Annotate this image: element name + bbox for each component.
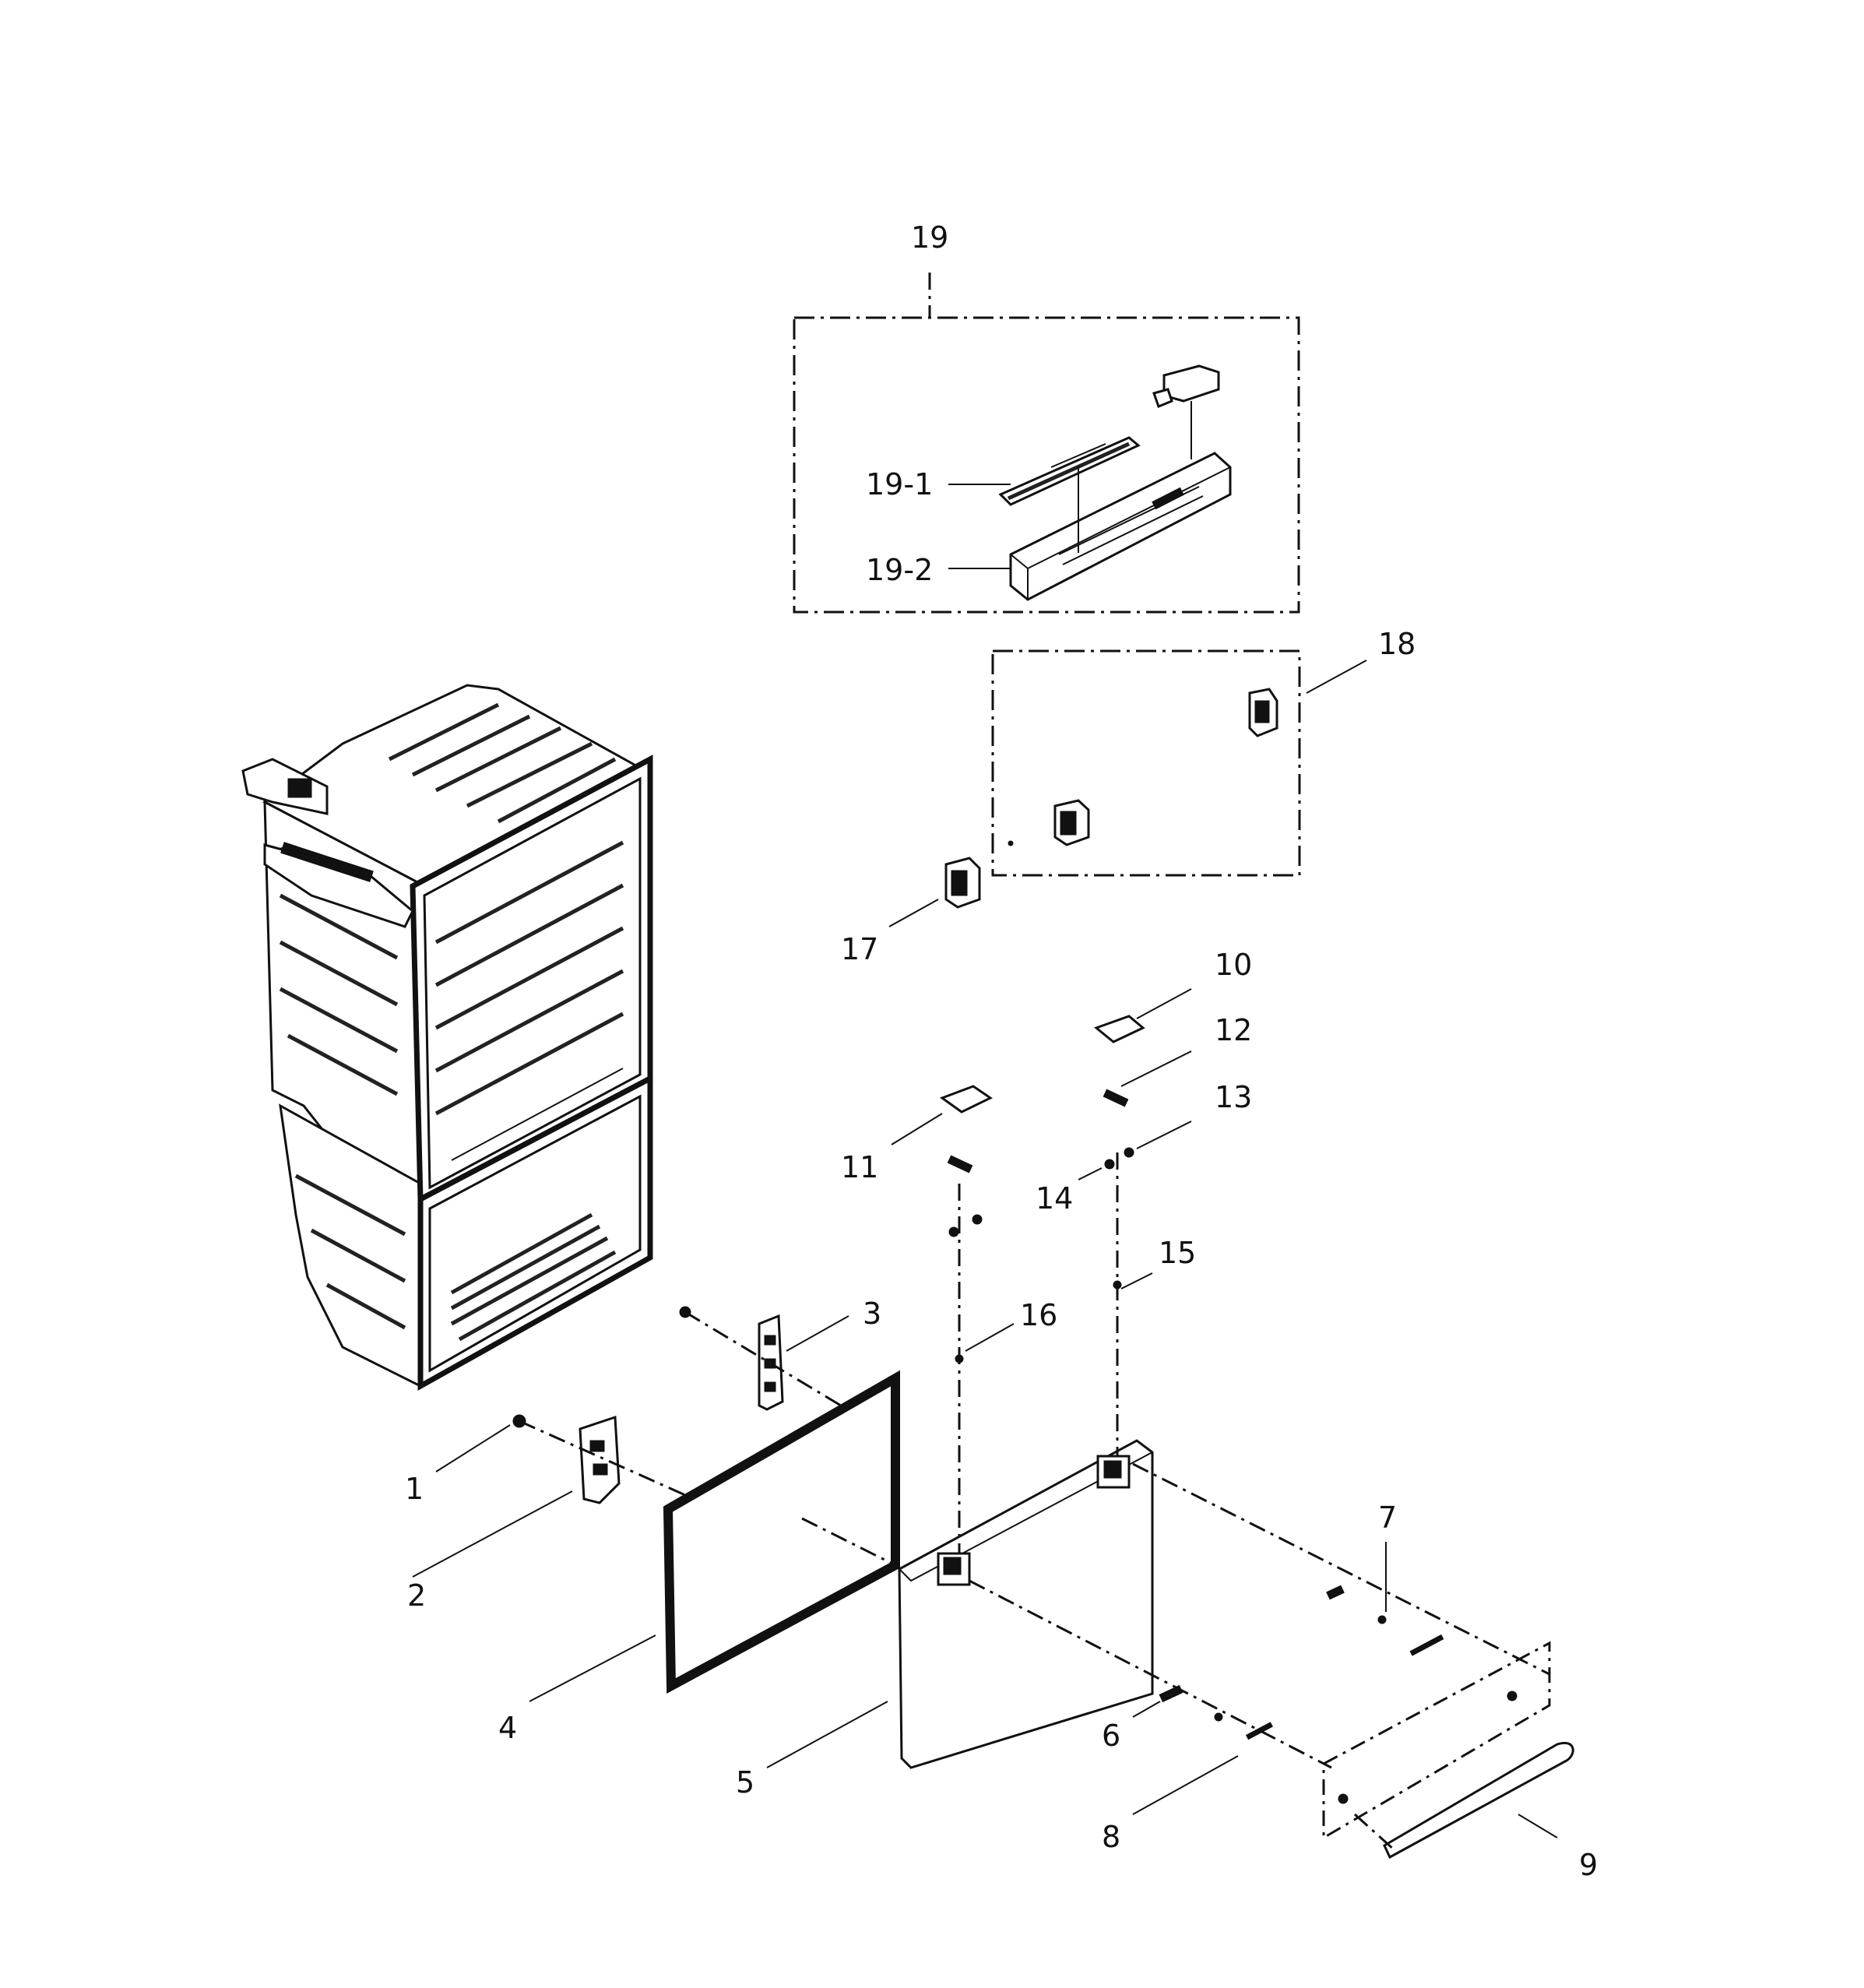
label-18: 18 <box>1378 627 1416 661</box>
label-7: 7 <box>1378 1501 1397 1535</box>
label-5: 5 <box>736 1765 754 1800</box>
label-10: 10 <box>1215 948 1252 982</box>
label-14: 14 <box>1036 1181 1073 1216</box>
label-17: 17 <box>841 932 878 966</box>
label-9: 9 <box>1579 1848 1598 1882</box>
hinge-clip-17 <box>944 857 981 909</box>
tray-cover-19-1 <box>998 436 1141 506</box>
tray-knob <box>1152 364 1220 408</box>
hinge-cap-10 <box>1093 1015 1145 1043</box>
label-16: 16 <box>1020 1298 1057 1332</box>
label-13: 13 <box>1215 1080 1252 1114</box>
handle-9 <box>1383 1741 1574 1860</box>
label-3: 3 <box>863 1297 881 1331</box>
label-2: 2 <box>407 1578 426 1613</box>
kit-18-box <box>991 649 1367 877</box>
hinge-clip-a <box>1248 688 1278 737</box>
label-4: 4 <box>498 1711 517 1745</box>
hinge-cap-11 <box>939 1085 993 1114</box>
hinge-clip-b <box>1053 799 1090 846</box>
ice-tray-19-2 <box>1009 452 1232 601</box>
label-19: 19 <box>911 220 948 255</box>
label-15: 15 <box>1159 1236 1196 1270</box>
label-8: 8 <box>1102 1820 1120 1854</box>
refrigerator-cabinet <box>241 684 653 1391</box>
label-19-2: 19-2 <box>866 553 933 587</box>
label-11: 11 <box>841 1150 878 1184</box>
label-1: 1 <box>405 1472 424 1506</box>
bracket-2 <box>579 1415 621 1504</box>
label-6: 6 <box>1102 1719 1120 1753</box>
drawer-front <box>1322 1641 1551 1840</box>
label-12: 12 <box>1215 1013 1252 1047</box>
kit-19-box <box>793 273 1300 614</box>
label-19-1: 19-1 <box>866 467 933 501</box>
door-gasket-4 <box>663 1370 900 1694</box>
door-panel-5 <box>898 1439 1154 1769</box>
